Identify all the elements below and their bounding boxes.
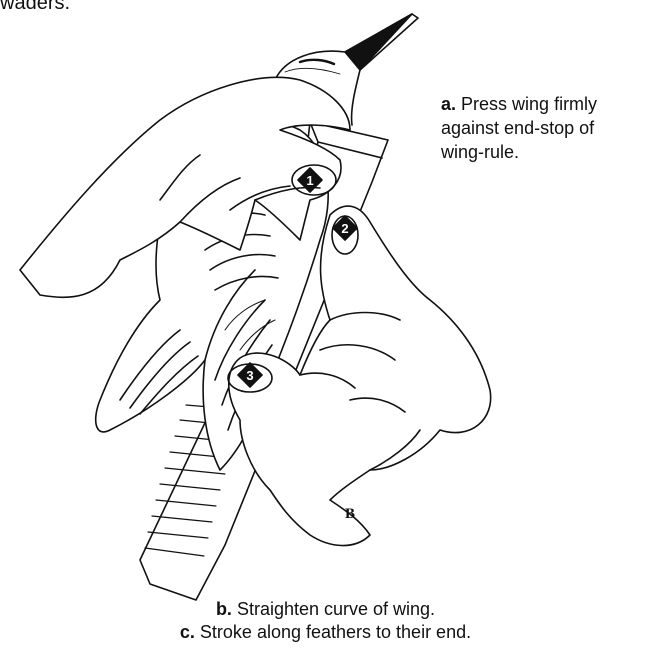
artist-initials: B: [345, 506, 355, 522]
instruction-c: c. Stroke along feathers to their end.: [0, 621, 651, 643]
instruction-c-letter: c.: [180, 622, 195, 642]
instruction-c-text: Stroke along feathers to their end.: [200, 622, 471, 642]
instruction-b: b. Straighten curve of wing.: [0, 598, 651, 620]
instruction-a-letter: a.: [441, 94, 456, 114]
instruction-a: a. Press wing firmly against end-stop of…: [441, 92, 641, 164]
step-marker-2-label: 2: [341, 221, 348, 236]
step-marker-3-label: 3: [246, 368, 253, 383]
instruction-a-text: Press wing firmly against end-stop of wi…: [441, 94, 597, 162]
instruction-b-letter: b.: [216, 599, 232, 619]
instruction-b-text: Straighten curve of wing.: [237, 599, 435, 619]
step-marker-1-label: 1: [306, 173, 313, 188]
